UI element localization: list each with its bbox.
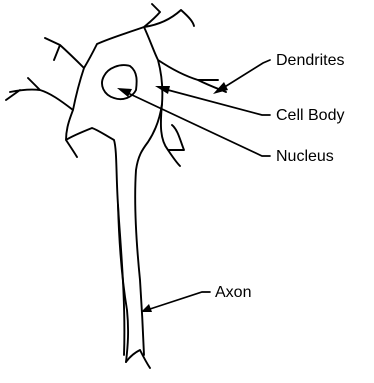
- neuron: [6, 4, 226, 368]
- axon-terminal: [126, 350, 150, 368]
- cell-body-outline: [6, 4, 226, 355]
- nucleus-label: Nucleus: [276, 148, 334, 165]
- nucleus-leader: [130, 94, 270, 156]
- dendrites-leader: [223, 60, 270, 88]
- dendrites-label: Dendrites: [276, 52, 344, 69]
- cell-body-label: Cell Body: [276, 107, 344, 124]
- cell-body-leader: [168, 90, 270, 115]
- axon-leader: [150, 292, 210, 309]
- axon-label: Axon: [215, 284, 251, 301]
- axon-outline-left: [118, 205, 128, 362]
- axon-outline-right: [135, 104, 162, 355]
